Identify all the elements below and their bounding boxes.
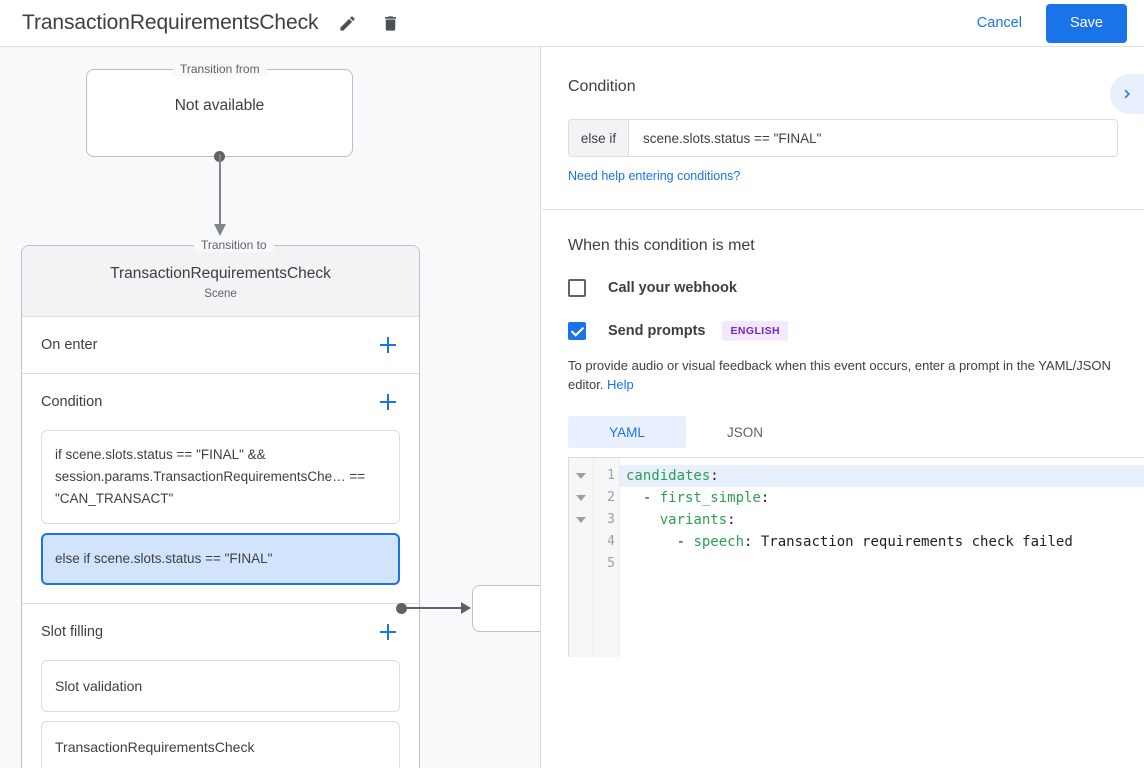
line-number: 2 (607, 490, 615, 505)
prompts-description: To provide audio or visual feedback when… (568, 356, 1118, 394)
editor-fold-gutter (569, 458, 594, 657)
condition-block: Condition else if scene.slots.status == … (542, 47, 1144, 185)
caret-down-icon[interactable] (576, 473, 586, 479)
condition-heading: Condition (568, 78, 636, 95)
caret-down-icon[interactable] (576, 517, 586, 523)
section-header-on-enter: On enter (41, 317, 400, 373)
condition-field[interactable]: else if scene.slots.status == "FINAL" (568, 119, 1118, 157)
condition-list: if scene.slots.status == "FINAL" && sess… (41, 430, 400, 603)
call-webhook-label: Call your webhook (608, 280, 737, 296)
line-number: 1 (607, 468, 615, 483)
yaml-key: variants (659, 512, 728, 528)
code-line[interactable]: - first_simple: (620, 487, 1144, 509)
details-panel: Condition else if scene.slots.status == … (542, 47, 1144, 768)
send-prompts-checkbox[interactable] (568, 322, 586, 340)
yaml-key: candidates (626, 468, 711, 484)
transition-from-card: Transition from Not available (86, 62, 353, 157)
code-line[interactable]: variants: (620, 509, 1144, 531)
send-prompts-row[interactable]: Send prompts ENGLISH (568, 321, 1118, 341)
editor-format-tabs: YAML JSON (568, 416, 1118, 448)
target-node-clipped[interactable] (472, 585, 540, 632)
transition-to-legend: Transition to (194, 238, 274, 252)
section-title-on-enter: On enter (41, 337, 98, 353)
list-item[interactable]: TransactionRequirementsCheck (41, 721, 400, 768)
transition-to-card: Transition to TransactionRequirementsChe… (21, 238, 420, 768)
code-line[interactable]: candidates: (620, 465, 1144, 487)
add-condition-button[interactable] (376, 390, 400, 414)
caret-down-icon[interactable] (576, 495, 586, 501)
webhook-row[interactable]: Call your webhook (568, 279, 1118, 297)
code-line[interactable]: - speech: Transaction requirements check… (620, 531, 1144, 553)
code-line[interactable] (620, 553, 1144, 575)
condition-item-selected[interactable]: else if scene.slots.status == "FINAL" (41, 533, 400, 585)
connector-arrow-icon (214, 154, 226, 236)
send-prompts-label: Send prompts (608, 323, 706, 339)
line-number: 4 (607, 534, 615, 549)
condition-operator-label: else if (569, 120, 629, 156)
yaml-colon: : (744, 534, 753, 550)
fold-toggle-icon[interactable] (569, 487, 593, 509)
section-divider (542, 209, 1144, 210)
pencil-icon[interactable] (332, 8, 362, 38)
when-condition-met-block: When this condition is met Call your web… (542, 210, 1144, 448)
yaml-key: first_simple (659, 490, 761, 506)
tab-json[interactable]: JSON (726, 424, 763, 440)
code-indent: - (626, 534, 694, 550)
transition-from-legend: Transition from (173, 62, 267, 76)
condition-edge-arrow-icon (461, 602, 471, 614)
section-condition: Condition if scene.slots.status == "FINA… (22, 374, 419, 604)
code-indent (626, 512, 660, 528)
yaml-value: Transaction requirements check failed (752, 534, 1073, 550)
slot-list: Slot validation TransactionRequirementsC… (41, 660, 400, 768)
list-item[interactable]: Slot validation (41, 660, 400, 712)
help-link[interactable]: Help (607, 377, 634, 392)
line-number: 3 (607, 512, 615, 527)
fold-toggle-icon[interactable] (569, 465, 593, 487)
fold-toggle-icon (569, 531, 593, 553)
add-slot-filling-button[interactable] (376, 620, 400, 644)
yaml-colon: : (710, 468, 719, 484)
condition-expression-input[interactable]: scene.slots.status == "FINAL" (629, 120, 1117, 156)
section-on-enter: On enter (22, 317, 419, 374)
fold-toggle-icon[interactable] (569, 509, 593, 531)
code-editor[interactable]: 1 2 3 4 5 candidates: - first_simple: varian… (568, 457, 1144, 657)
add-on-enter-button[interactable] (376, 333, 400, 357)
page-title: TransactionRequirementsCheck (22, 11, 319, 34)
tab-yaml[interactable]: YAML (568, 416, 686, 448)
line-number: 5 (607, 556, 615, 571)
editor-code-area[interactable]: candidates: - first_simple: variants: - … (620, 458, 1144, 657)
language-badge: ENGLISH (722, 321, 788, 341)
top-app-bar: TransactionRequirementsCheck Cancel Save (0, 0, 1144, 47)
call-webhook-checkbox[interactable] (568, 279, 586, 297)
scene-header[interactable]: TransactionRequirementsCheck Scene (22, 246, 419, 317)
code-indent: - (626, 490, 660, 506)
cancel-button[interactable]: Cancel (967, 7, 1032, 39)
condition-edge-dot (396, 603, 407, 614)
section-title-condition: Condition (41, 394, 103, 410)
yaml-key: speech (693, 534, 745, 550)
prompts-description-text: To provide audio or visual feedback when… (568, 358, 1111, 392)
condition-help-link[interactable]: Need help entering conditions? (568, 169, 741, 183)
condition-item[interactable]: if scene.slots.status == "FINAL" && sess… (41, 430, 400, 524)
yaml-colon: : (760, 490, 770, 506)
section-slot-filling: Slot filling Slot validation Transaction… (22, 604, 419, 768)
when-met-heading: When this condition is met (568, 237, 755, 254)
section-title-slot-filling: Slot filling (41, 624, 104, 640)
transition-from-value: Not available (174, 97, 265, 114)
section-header-condition: Condition (41, 374, 400, 430)
fold-toggle-icon (569, 553, 593, 575)
scene-name: TransactionRequirementsCheck (110, 265, 331, 282)
editor-line-numbers: 1 2 3 4 5 (594, 458, 620, 657)
condition-edge-line (405, 607, 463, 609)
section-header-slot-filling: Slot filling (41, 604, 400, 660)
trash-icon[interactable] (375, 8, 405, 38)
yaml-colon: : (727, 512, 736, 528)
scene-type: Scene (204, 288, 237, 300)
graph-panel: Transition from Not available Transition… (0, 47, 541, 768)
save-button[interactable]: Save (1045, 3, 1127, 43)
chevron-right-icon[interactable] (1110, 74, 1144, 114)
